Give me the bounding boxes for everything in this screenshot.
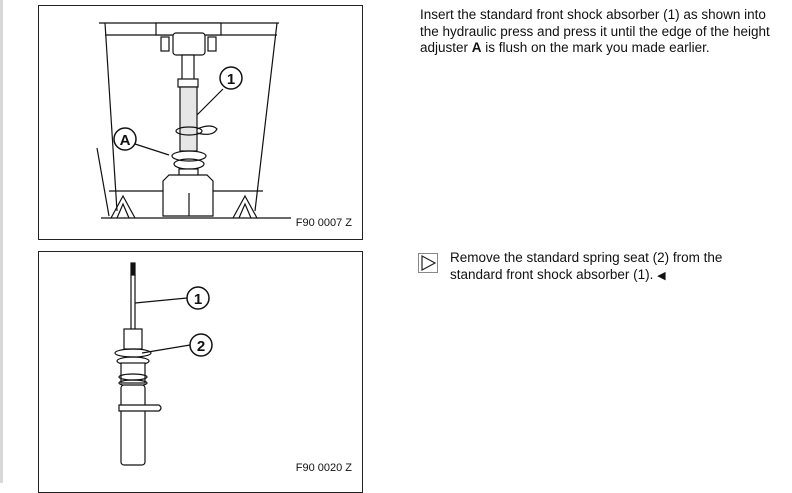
callout-2: 2 [197,338,205,355]
step-instruction: Insert the standard front shock absorber… [420,7,770,57]
play-triangle-icon [418,253,438,273]
step-instruction: Remove the standard spring seat (2) from… [450,250,770,284]
page-edge [0,0,3,483]
shock-absorber-illustration: 1 2 [114,262,213,466]
end-marker-icon: ◀ [657,269,666,282]
callout-1: 1 [227,71,235,88]
figure-shock-absorber: 1 2 F90 0020 Z [38,251,363,493]
step-text: Remove the standard spring seat (2) from… [450,250,723,282]
press-illustration: 1 A [96,22,291,219]
step-bold-label: A [471,40,482,55]
step-text: is flush on the mark you made earlier. [481,40,710,55]
step-text: Insert the standard front shock absorber… [420,7,770,55]
figure-hydraulic-press: 1 A F90 0007 Z [38,5,363,240]
callout-1: 1 [194,291,202,308]
callout-a: A [120,132,131,149]
figure-caption: F90 0007 Z [295,217,352,229]
figure-caption: F90 0020 Z [295,462,352,474]
